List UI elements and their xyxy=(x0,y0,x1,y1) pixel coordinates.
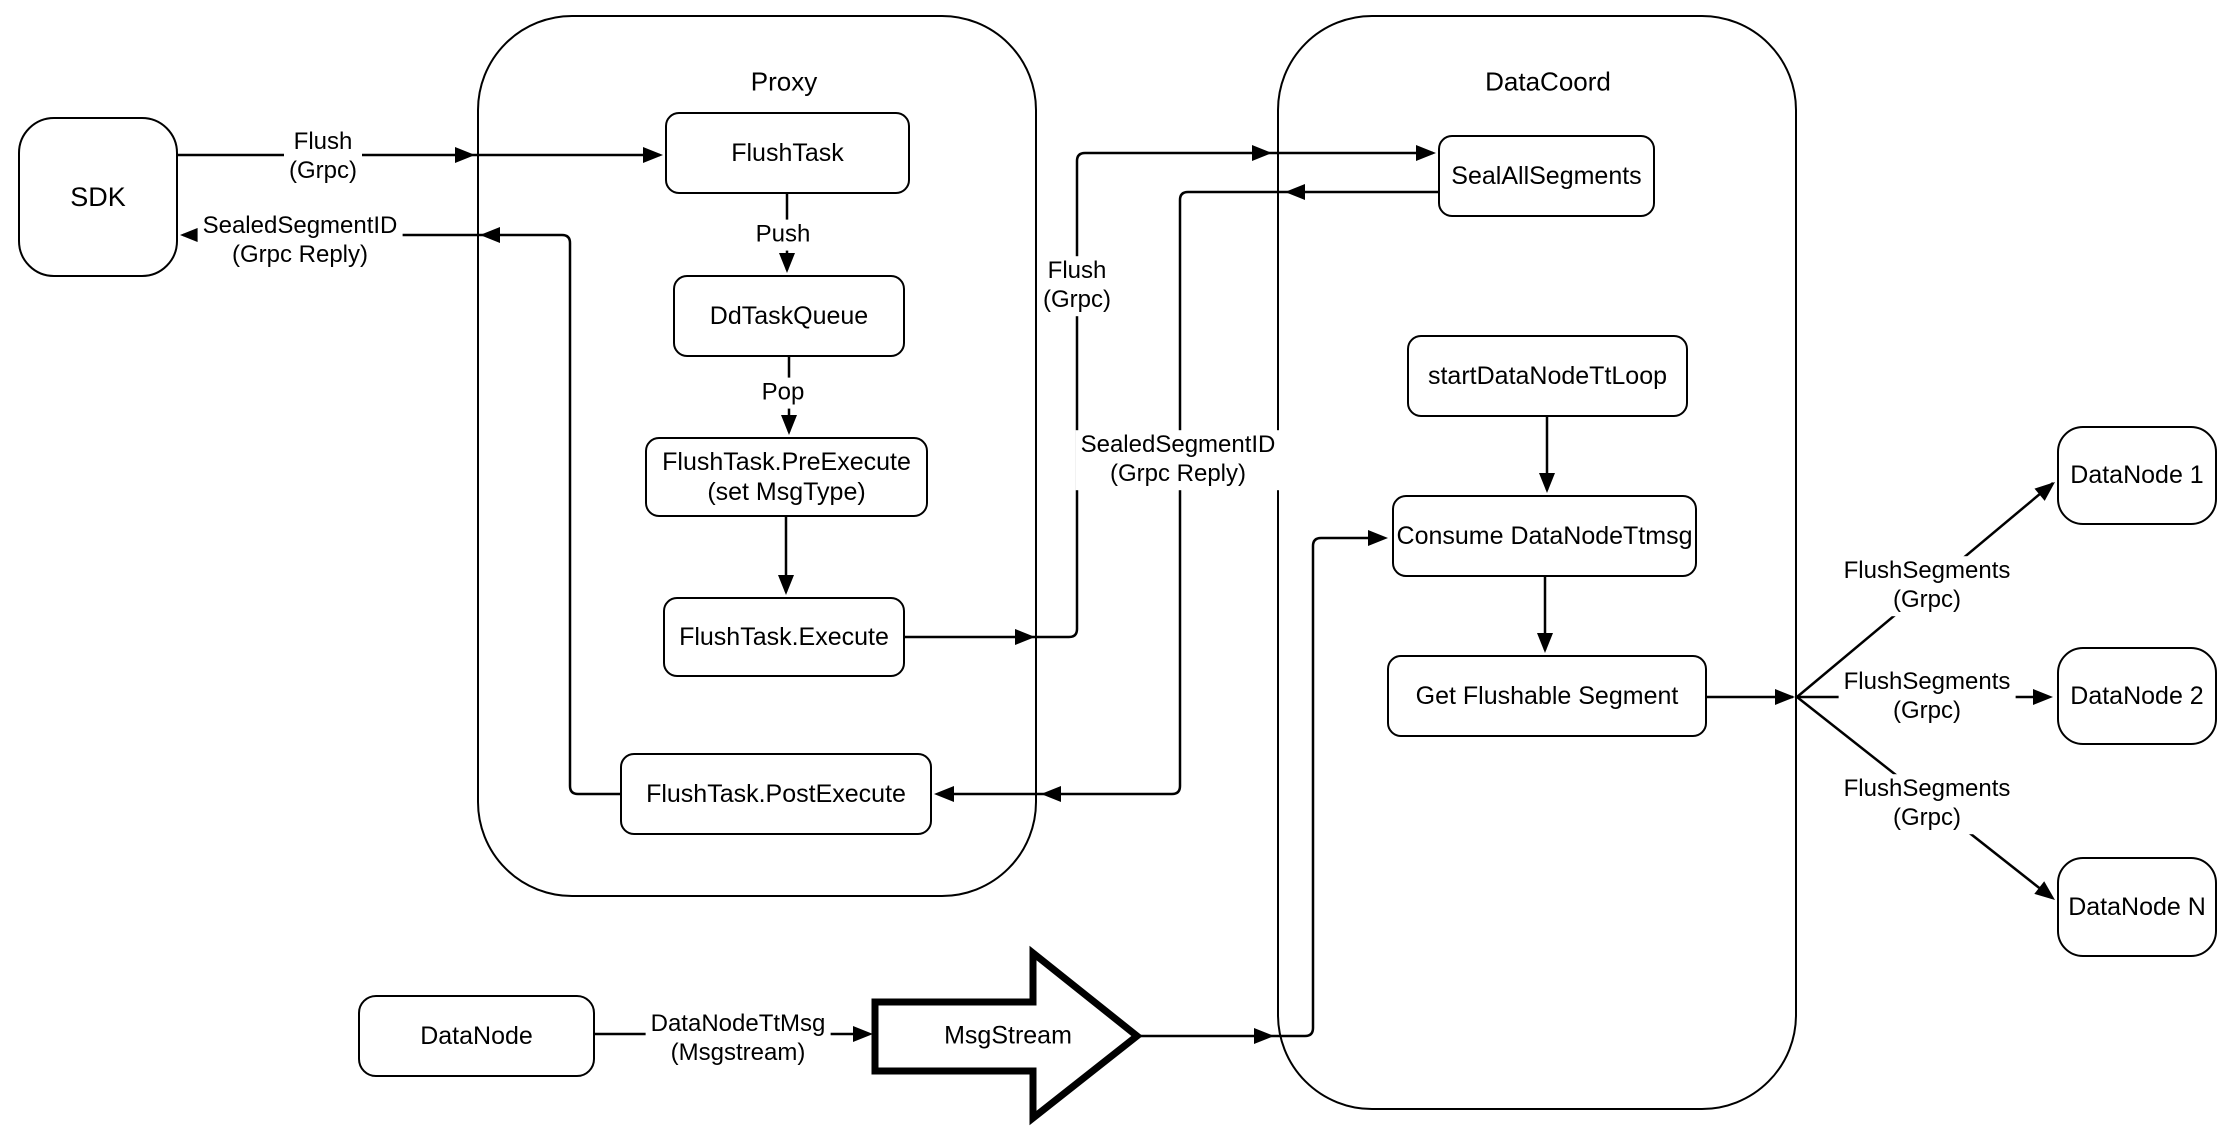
node-msgstream-label: MsgStream xyxy=(944,1021,1072,1050)
arrowhead xyxy=(1041,786,1061,802)
arrowheads xyxy=(180,145,2055,1044)
node-flushtask: FlushTask xyxy=(665,112,910,194)
edge-label-line: SealedSegmentID xyxy=(1080,431,1276,459)
node-startdatanodettloop: startDataNodeTtLoop xyxy=(1407,335,1688,417)
node-datanoden: DataNode N xyxy=(2057,857,2217,957)
arrowhead xyxy=(480,227,500,243)
node-preexecute-label-line2: (set MsgType) xyxy=(707,478,866,506)
node-datanode2: DataNode 2 xyxy=(2057,647,2217,745)
edge-label-line: FlushSegments xyxy=(1843,557,2011,585)
node-preexecute: FlushTask.PreExecute (set MsgType) xyxy=(645,437,928,517)
node-sealallsegments: SealAllSegments xyxy=(1438,135,1655,217)
arrowhead xyxy=(1537,633,1553,653)
edge-label-line: (Grpc) xyxy=(1893,586,1961,613)
arrowhead xyxy=(2033,689,2053,705)
msgstream-block-arrow xyxy=(871,945,1143,1126)
node-preexecute-label-line1: FlushTask.PreExecute xyxy=(662,447,911,476)
arrowhead xyxy=(2034,881,2055,900)
edge-label-line: (Grpc) xyxy=(1893,697,1961,724)
node-datanode-label: DataNode xyxy=(420,1021,533,1050)
arrowhead xyxy=(643,147,663,163)
arrowhead xyxy=(781,415,797,435)
edge-label-datanodettmsg: DataNodeTtMsg (Msgstream) xyxy=(645,1009,831,1069)
node-sdk: SDK xyxy=(18,117,178,277)
node-startdatanodettloop-label: startDataNodeTtLoop xyxy=(1427,361,1668,390)
arrowhead xyxy=(180,227,200,243)
node-flushtask-label: FlushTask xyxy=(731,138,844,167)
node-datanode: DataNode xyxy=(358,995,595,1077)
edge-label-sealedsegmentid-sdk: SealedSegmentID (Grpc Reply) xyxy=(197,211,403,271)
node-getflushablesegment-label: Get Flushable Segment xyxy=(1415,681,1679,710)
edge-label-line: Pop xyxy=(761,378,805,406)
edge-postexecute-sdk xyxy=(183,233,620,796)
node-postexecute-label: FlushTask.PostExecute xyxy=(646,779,906,808)
edge-label-flushsegments-3: FlushSegments (Grpc) xyxy=(1838,774,2016,834)
edge-label-pop: Pop xyxy=(756,377,810,409)
node-datanoden-label: DataNode N xyxy=(2068,892,2206,921)
edge-label-line: FlushSegments xyxy=(1843,775,2011,803)
edge-label-line: (Grpc) xyxy=(1893,804,1961,831)
node-sdk-label: SDK xyxy=(70,181,126,212)
node-execute: FlushTask.Execute xyxy=(663,597,905,677)
arrowhead xyxy=(1539,473,1555,493)
edge-label-flushsegments-2: FlushSegments (Grpc) xyxy=(1838,667,2016,727)
edge-label-line: (Msgstream) xyxy=(670,1039,806,1066)
datacoord-container xyxy=(1277,15,1797,1110)
node-ddtaskqueue-label: DdTaskQueue xyxy=(709,301,869,330)
edge-label-line: DataNodeTtMsg xyxy=(650,1010,826,1038)
node-datanode1-label: DataNode 1 xyxy=(2070,461,2204,490)
arrowhead xyxy=(1368,530,1388,546)
arrowhead xyxy=(778,575,794,595)
edge-label-line: (Grpc) xyxy=(289,157,357,184)
edge-label-flush-grpc-sdk: Flush (Grpc) xyxy=(284,127,362,187)
edge-label-line: Flush xyxy=(1047,257,1107,285)
arrowhead xyxy=(1416,145,1436,161)
edge-label-line: Flush xyxy=(293,128,353,156)
arrowhead xyxy=(1285,184,1305,200)
node-execute-label: FlushTask.Execute xyxy=(679,622,889,651)
arrowhead xyxy=(455,147,475,163)
node-sealallsegments-label: SealAllSegments xyxy=(1451,161,1642,190)
edge-label-line: (Grpc Reply) xyxy=(231,241,369,268)
edge-label-push: Push xyxy=(750,219,816,251)
edge-label-flush-grpc-mid: Flush (Grpc) xyxy=(1038,256,1116,316)
proxy-container xyxy=(477,15,1037,897)
edge-label-line: FlushSegments xyxy=(1843,668,2011,696)
arrowhead xyxy=(1775,689,1795,705)
edge-sealallsegments-postexecute xyxy=(938,190,1438,796)
node-getflushablesegment: Get Flushable Segment xyxy=(1387,655,1707,737)
edge-label-line: (Grpc) xyxy=(1043,286,1111,313)
node-consumedatanodettmsg: Consume DataNodeTtmsg xyxy=(1392,495,1697,577)
proxy-container-title: Proxy xyxy=(750,66,818,97)
edge-label-line: Push xyxy=(755,220,811,248)
edge-label-flushsegments-1: FlushSegments (Grpc) xyxy=(1838,556,2016,616)
edge-execute-sealallsegments xyxy=(905,151,1433,639)
arrowhead xyxy=(853,1026,873,1042)
arrowhead xyxy=(1015,629,1035,645)
edge-label-line: SealedSegmentID xyxy=(202,212,398,240)
edge-label-sealedsegmentid-mid: SealedSegmentID (Grpc Reply) xyxy=(1075,430,1281,490)
edge-label-line: (Grpc Reply) xyxy=(1109,460,1247,487)
arrowhead xyxy=(2034,482,2055,501)
arrowhead xyxy=(779,253,795,273)
datacoord-container-title: DataCoord xyxy=(1485,66,1611,97)
node-consumedatanodettmsg-label: Consume DataNodeTtmsg xyxy=(1396,521,1693,550)
arrowhead xyxy=(934,786,954,802)
arrowhead xyxy=(1254,1028,1274,1044)
node-postexecute: FlushTask.PostExecute xyxy=(620,753,932,835)
node-datanode1: DataNode 1 xyxy=(2057,426,2217,525)
node-ddtaskqueue: DdTaskQueue xyxy=(673,275,905,357)
arrowhead xyxy=(1252,145,1272,161)
node-datanode2-label: DataNode 2 xyxy=(2070,681,2204,710)
